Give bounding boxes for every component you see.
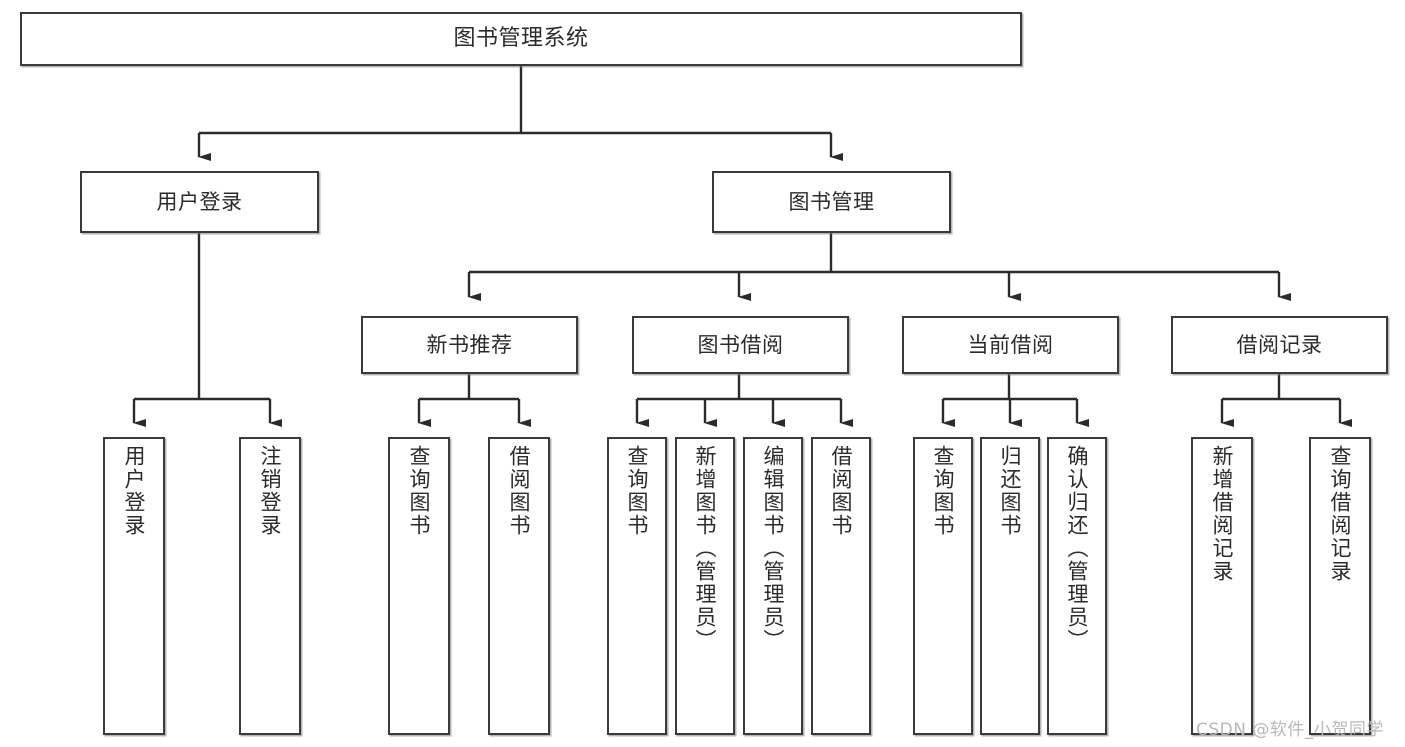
leaf-current-borrow-query[interactable]: 查询图书 [913, 437, 973, 735]
node-label: 归还图书 [998, 445, 1023, 537]
node-label: 新增图书（管理员） [693, 445, 718, 652]
node-label: 用户登录 [122, 445, 147, 537]
node-label: 查询图书 [407, 445, 432, 537]
node-current-borrow[interactable]: 当前借阅 [902, 316, 1119, 374]
node-root-system[interactable]: 图书管理系统 [20, 12, 1022, 66]
leaf-borrow-record-query[interactable]: 查询借阅记录 [1309, 437, 1371, 735]
node-borrow-record[interactable]: 借阅记录 [1171, 316, 1388, 374]
node-label: 查询图书 [625, 445, 650, 537]
node-label: 图书管理系统 [453, 26, 589, 52]
node-label: 用户登录 [156, 189, 243, 214]
node-label: 借阅图书 [829, 445, 854, 537]
leaf-book-borrow-query[interactable]: 查询图书 [607, 437, 667, 735]
node-label: 借阅记录 [1236, 332, 1323, 357]
node-new-book-recommend[interactable]: 新书推荐 [361, 316, 578, 374]
node-label: 新增借阅记录 [1210, 445, 1235, 583]
node-label: 当前借阅 [967, 332, 1054, 357]
node-label: 新书推荐 [426, 332, 513, 357]
node-label: 查询借阅记录 [1328, 445, 1353, 583]
leaf-current-borrow-return[interactable]: 归还图书 [980, 437, 1040, 735]
leaf-new-book-borrow[interactable]: 借阅图书 [488, 437, 550, 735]
node-label: 图书管理 [788, 189, 875, 214]
leaf-user-login-logout[interactable]: 注销登录 [239, 437, 301, 735]
node-book-borrow[interactable]: 图书借阅 [632, 316, 849, 374]
leaf-book-borrow-borrow[interactable]: 借阅图书 [811, 437, 871, 735]
leaf-borrow-record-add[interactable]: 新增借阅记录 [1191, 437, 1253, 735]
node-user-login[interactable]: 用户登录 [80, 171, 319, 233]
node-label: 查询图书 [931, 445, 956, 537]
node-label: 编辑图书（管理员） [761, 445, 786, 652]
node-label: 确认归还（管理员） [1065, 445, 1090, 652]
leaf-current-borrow-confirm-return[interactable]: 确认归还（管理员） [1047, 437, 1107, 735]
leaf-user-login-login[interactable]: 用户登录 [103, 437, 165, 735]
node-label: 注销登录 [258, 445, 283, 537]
leaf-new-book-query[interactable]: 查询图书 [388, 437, 450, 735]
leaf-book-borrow-edit[interactable]: 编辑图书（管理员） [743, 437, 803, 735]
leaf-book-borrow-add[interactable]: 新增图书（管理员） [675, 437, 735, 735]
node-label: 借阅图书 [507, 445, 532, 537]
csdn-watermark: CSDN @软件_小贺同学 [1196, 720, 1384, 740]
node-book-management[interactable]: 图书管理 [712, 171, 951, 233]
node-label: 图书借阅 [697, 332, 784, 357]
